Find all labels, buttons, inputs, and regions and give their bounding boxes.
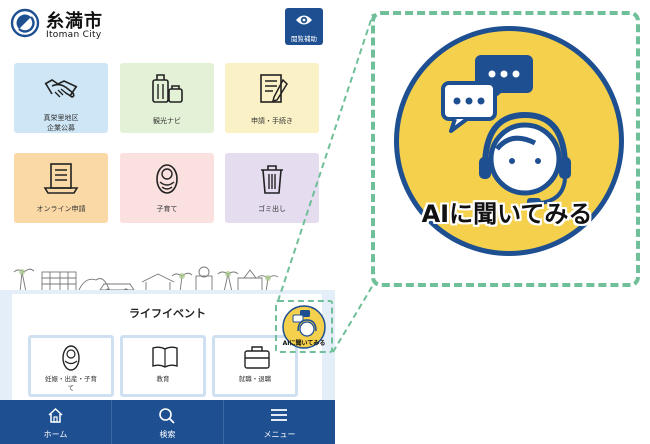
accessibility-button[interactable]: 閲覧補助	[285, 8, 323, 45]
online-form-icon	[43, 163, 79, 194]
bottom-navigation: ホーム 検索 メニュー	[0, 400, 335, 444]
tile-label: 子育て	[156, 205, 178, 213]
tile-label: 申請・手続き	[251, 117, 293, 125]
nav-home-label: ホーム	[43, 430, 68, 439]
tile-label: オンライン申請	[36, 205, 86, 213]
document-pen-icon	[260, 74, 288, 103]
nav-menu[interactable]: メニュー	[224, 400, 335, 444]
ai-chat-button[interactable]	[281, 304, 327, 350]
life-card-label: 教育	[156, 375, 170, 383]
eye-icon	[296, 15, 312, 25]
tile-online-application[interactable]: オンライン申請	[14, 153, 108, 223]
life-card-label: 妊娠・出産・子育	[45, 375, 97, 383]
ai-chat-button-outline: AIに聞いてみる	[275, 300, 333, 353]
life-card-education[interactable]: 教育	[120, 335, 206, 397]
ai-operator-icon	[441, 55, 571, 206]
nav-divider	[223, 400, 224, 444]
baby-icon	[156, 164, 178, 194]
tile-garbage[interactable]: ゴミ出し	[225, 153, 319, 223]
tile-label: 企業公募	[47, 124, 75, 132]
book-icon	[152, 346, 178, 368]
nav-search-label: 検索	[159, 430, 176, 439]
life-card-pregnancy[interactable]: 妊娠・出産・子育 て	[28, 335, 114, 397]
tile-child-rearing[interactable]: 子育て	[120, 153, 214, 223]
life-event-title: ライフイベント	[129, 307, 206, 320]
tile-label: 観光ナビ	[153, 117, 181, 125]
tile-label: ゴミ出し	[258, 205, 286, 213]
search-icon	[159, 408, 175, 424]
life-card-employment[interactable]: 就職・退職	[212, 335, 298, 397]
nav-search[interactable]: 検索	[112, 400, 223, 444]
city-emblem-icon[interactable]	[10, 8, 40, 38]
hamburger-menu-icon	[271, 409, 287, 421]
tile-label: 真栄里地区	[43, 114, 79, 122]
home-icon	[48, 407, 63, 423]
nav-menu-label: メニュー	[263, 430, 296, 439]
suitcase-icon	[152, 74, 183, 103]
nav-divider	[111, 400, 112, 444]
ai-chat-button-label: AIに聞いてみる	[282, 340, 326, 347]
life-card-label: て	[67, 384, 75, 392]
nav-home[interactable]: ホーム	[0, 400, 111, 444]
city-name[interactable]: 糸満市	[46, 11, 103, 32]
baby-icon	[62, 345, 80, 371]
city-name-en[interactable]: Itoman City	[46, 30, 102, 40]
briefcase-icon	[244, 346, 270, 369]
site-header: 糸満市 Itoman City 閲覧補助	[0, 0, 335, 52]
trash-icon	[261, 165, 283, 194]
handshake-icon	[44, 79, 78, 98]
ai-chat-button-enlarged[interactable]	[394, 26, 624, 256]
tile-tourism[interactable]: 観光ナビ	[120, 63, 214, 133]
tile-company-recruitment[interactable]: 真栄里地区 企業公募	[14, 63, 108, 133]
phone-screen: 糸満市 Itoman City 閲覧補助 真栄里地区 企業公募	[0, 0, 335, 444]
accessibility-label: 閲覧補助	[291, 35, 317, 43]
life-card-label: 就職・退職	[238, 375, 272, 383]
ai-chat-callout-label: AIに聞いてみる	[421, 200, 593, 228]
tile-applications[interactable]: 申請・手続き	[225, 63, 319, 133]
